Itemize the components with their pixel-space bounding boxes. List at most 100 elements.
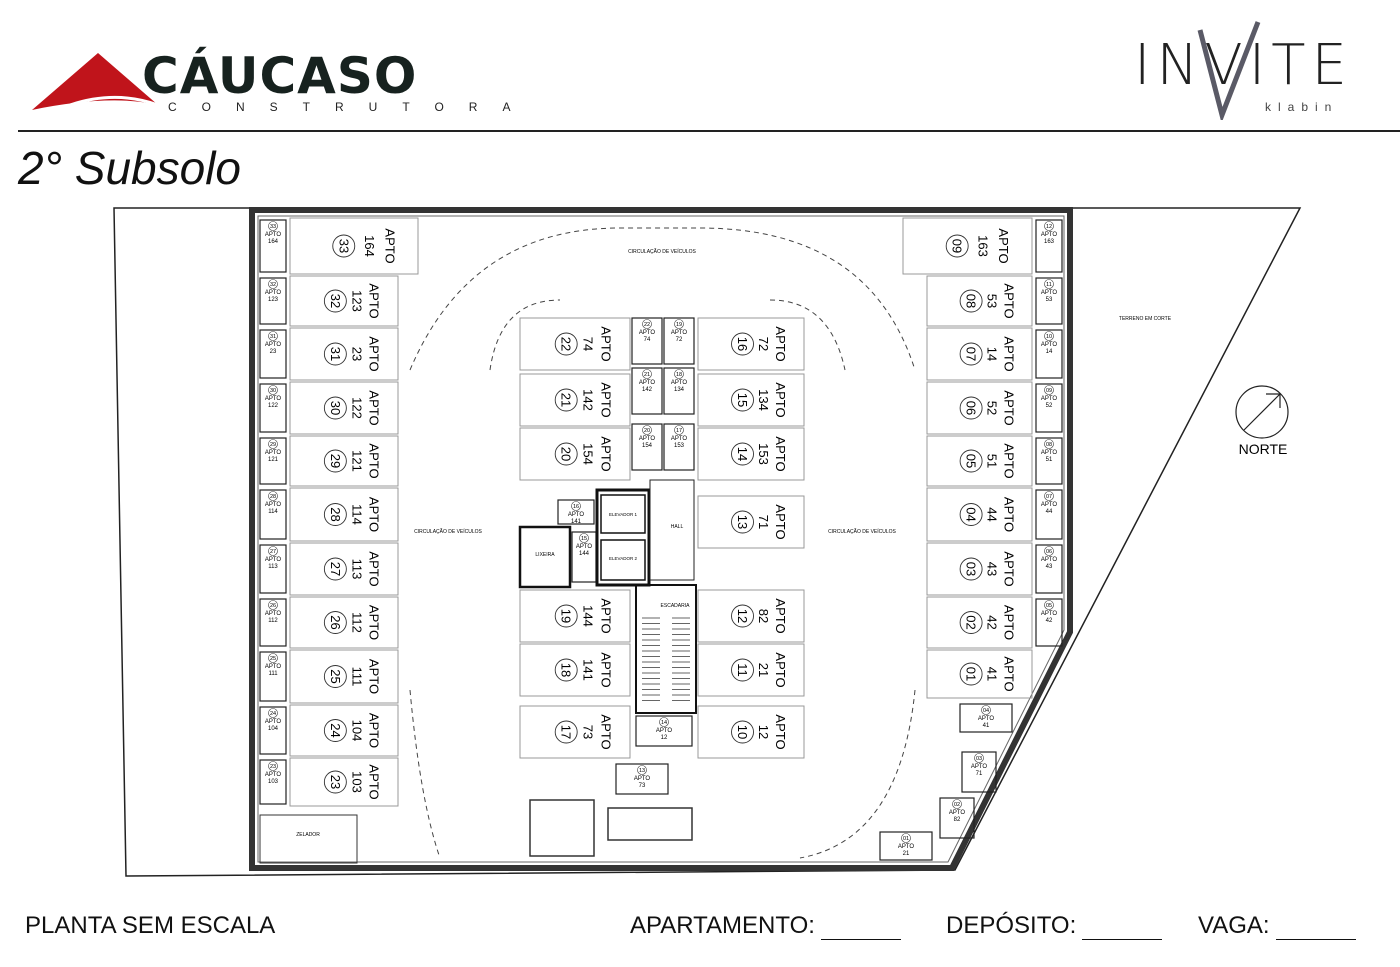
deposit-apto-prefix: APTO xyxy=(656,728,673,734)
vaga-circle-icon xyxy=(323,611,347,634)
vaga-apto-prefix: APTO xyxy=(996,228,1011,263)
stair-label: ESCADARIA xyxy=(661,603,691,609)
vaga-apto-number: 154 xyxy=(581,443,596,465)
vaga-apto-number: 12 xyxy=(756,725,771,739)
deposit-number: 15 xyxy=(581,536,587,542)
vaga-apto-prefix: APTO xyxy=(1001,497,1016,532)
vaga-apto-prefix: APTO xyxy=(773,504,788,539)
vaga-apto-prefix: APTO xyxy=(1001,656,1016,691)
north-arrow xyxy=(1235,385,1289,439)
deposito-field: DEPÓSITO: xyxy=(946,912,1163,940)
vaga-circle-icon xyxy=(554,332,578,356)
deposit-number: 13 xyxy=(639,768,645,774)
deposit-number: 23 xyxy=(270,764,276,770)
vaga-apto-number: 142 xyxy=(581,389,596,411)
vaga-apto-prefix: APTO xyxy=(367,283,382,318)
vaga-apto-number: 72 xyxy=(756,337,771,351)
vaga-circle-icon xyxy=(959,611,983,634)
vaga-number: 24 xyxy=(328,723,343,737)
deposit-number: 19 xyxy=(676,322,682,328)
terreno-label: TERRENO EM CORTE xyxy=(1119,316,1172,322)
deposit-apto-number: 82 xyxy=(954,817,961,823)
deposito-blank[interactable] xyxy=(1082,917,1163,940)
page-title: 2° Subsolo xyxy=(18,142,241,194)
vaga-apto-prefix: APTO xyxy=(1001,390,1016,425)
vaga-circle-icon xyxy=(731,388,754,412)
vaga-number: 26 xyxy=(328,615,343,629)
deposit-apto-prefix: APTO xyxy=(265,502,282,508)
deposit-number: 05 xyxy=(1046,603,1052,609)
deposit-apto-number: 142 xyxy=(642,387,653,393)
vaga-apto-prefix: APTO xyxy=(1001,443,1016,478)
deposit-circle-icon xyxy=(642,425,652,435)
deposit-apto-prefix: APTO xyxy=(265,396,282,402)
deposit-circle-icon xyxy=(952,799,962,809)
circulation-label-top: CIRCULAÇÃO DE VEÍCULOS xyxy=(628,248,696,255)
deposit-number: 21 xyxy=(644,372,650,378)
apartamento-blank[interactable] xyxy=(820,917,901,940)
deposit-apto-number: 104 xyxy=(268,726,279,732)
deposit-apto-number: 134 xyxy=(674,387,685,393)
vaga-apto-prefix: APTO xyxy=(367,497,382,532)
deposit-apto-prefix: APTO xyxy=(671,330,688,336)
vaga-circle-icon xyxy=(731,510,754,534)
deposit-apto-prefix: APTO xyxy=(1041,502,1058,508)
deposit-apto-prefix: APTO xyxy=(265,290,282,296)
deposit-apto-prefix: APTO xyxy=(1041,342,1058,348)
deposit-number: 30 xyxy=(270,388,276,394)
lift-2-label: ELEVADOR 2 xyxy=(609,556,637,561)
vaga-apto-number: 44 xyxy=(985,507,1000,521)
vaga-blank[interactable] xyxy=(1275,917,1356,940)
deposit-apto-number: 141 xyxy=(571,519,582,525)
vaga-circle-icon xyxy=(959,289,983,313)
vaga-circle-icon xyxy=(731,658,754,682)
deposit-apto-prefix: APTO xyxy=(265,719,282,725)
deposit-apto-number: 121 xyxy=(268,457,279,463)
deposit-circle-icon xyxy=(674,319,684,329)
vaga-number: 18 xyxy=(559,663,574,677)
deposit-apto-prefix: APTO xyxy=(1041,232,1058,238)
vaga-apto-number: 164 xyxy=(362,235,377,257)
vaga-number: 28 xyxy=(328,507,343,521)
deposit-number: 10 xyxy=(1046,334,1052,340)
circulation-label-right: CIRCULAÇÃO DE VEÍCULOS xyxy=(828,528,896,535)
vaga-number: 16 xyxy=(735,337,750,351)
deposit-circle-icon xyxy=(268,385,278,395)
vaga-apto-number: 14 xyxy=(985,347,1000,361)
vaga-circle-icon xyxy=(323,396,347,420)
vaga-apto-number: 113 xyxy=(349,559,364,580)
vaga-circle-icon xyxy=(323,557,347,581)
vaga-apto-number: 104 xyxy=(349,720,364,742)
deposit-number: 20 xyxy=(644,428,650,434)
vaga-apto-number: 43 xyxy=(985,562,1000,576)
deposit-apto-prefix: APTO xyxy=(1041,557,1058,563)
deposit-apto-number: 51 xyxy=(1046,457,1053,463)
vaga-number: 11 xyxy=(735,663,750,677)
vaga-apto-prefix: APTO xyxy=(1001,605,1016,640)
deposit-apto-number: 144 xyxy=(579,551,590,557)
deposit-circle-icon xyxy=(674,425,684,435)
vaga-apto-number: 111 xyxy=(349,667,364,687)
deposit-apto-number: 111 xyxy=(268,671,278,677)
deposit-number: 17 xyxy=(676,428,682,434)
vaga-apto-prefix: APTO xyxy=(367,659,382,694)
deposit-apto-prefix: APTO xyxy=(949,810,966,816)
